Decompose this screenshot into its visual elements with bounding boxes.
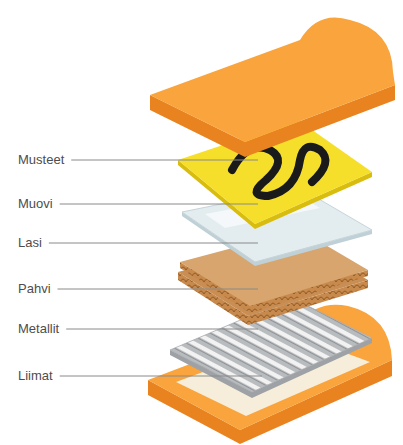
leader-line xyxy=(49,243,258,244)
leader-line xyxy=(71,160,258,161)
layer-label: Metallit xyxy=(18,321,59,337)
layer-label: Liimat xyxy=(18,368,53,384)
layer-label: Pahvi xyxy=(18,281,51,297)
leader-line xyxy=(60,376,262,377)
leader-line xyxy=(58,289,258,290)
layer-label: Musteet xyxy=(18,152,64,168)
layer-label: Lasi xyxy=(18,235,42,251)
leader-line xyxy=(60,204,258,205)
layer-label: Muovi xyxy=(18,196,53,212)
top-bread xyxy=(150,18,395,158)
leader-line xyxy=(66,329,258,330)
